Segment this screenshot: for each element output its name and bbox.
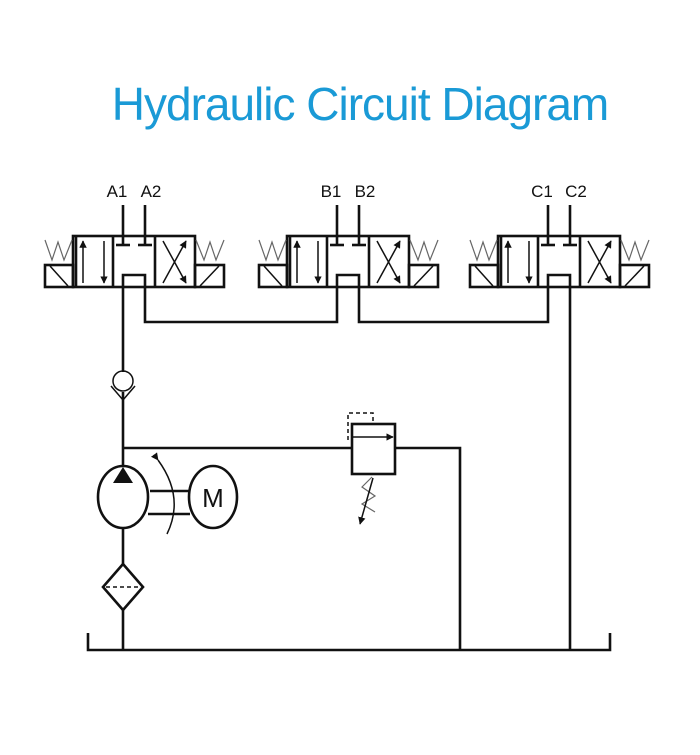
motor-icon: M (187, 464, 239, 530)
shaft-coupling (148, 452, 190, 535)
flow-arrow-icon (587, 240, 612, 284)
port-label-2: A2 (141, 182, 162, 201)
port-label-2: C2 (565, 182, 587, 201)
spring-icon (44, 239, 73, 262)
diagram-title: Hydraulic Circuit Diagram (112, 78, 608, 130)
port-label-1: B1 (321, 182, 342, 201)
check-valve-icon (110, 370, 136, 402)
filter-icon (101, 562, 145, 612)
valve-body (285, 234, 411, 289)
port-label-1: A1 (107, 182, 128, 201)
directional-valve: B1 B2 (257, 182, 440, 289)
solenoid-left-icon (43, 263, 75, 289)
solenoid-right-icon (618, 263, 651, 289)
relief-valve-icon (347, 412, 397, 525)
port-label-2: B2 (355, 182, 376, 201)
spring-icon (195, 239, 225, 262)
flow-arrow-icon (162, 240, 187, 284)
valve-body (496, 234, 622, 289)
motor-label: M (202, 483, 224, 513)
valve-body (71, 234, 197, 289)
solenoid-right-icon (407, 263, 440, 289)
solenoid-left-icon (468, 263, 500, 289)
port-label-1: C1 (531, 182, 553, 201)
flow-arrow-icon (376, 240, 401, 284)
spring-icon (258, 239, 287, 262)
spring-icon (620, 239, 650, 262)
tank-reservoir (86, 633, 612, 652)
directional-valve: A1 A2 (43, 182, 226, 289)
pump-icon (96, 464, 150, 530)
solenoid-right-icon (193, 263, 226, 289)
directional-valve: C1 C2 (468, 182, 651, 289)
hydraulic-lines (121, 287, 572, 650)
spring-icon (409, 239, 439, 262)
solenoid-left-icon (257, 263, 289, 289)
spring-icon (469, 239, 498, 262)
